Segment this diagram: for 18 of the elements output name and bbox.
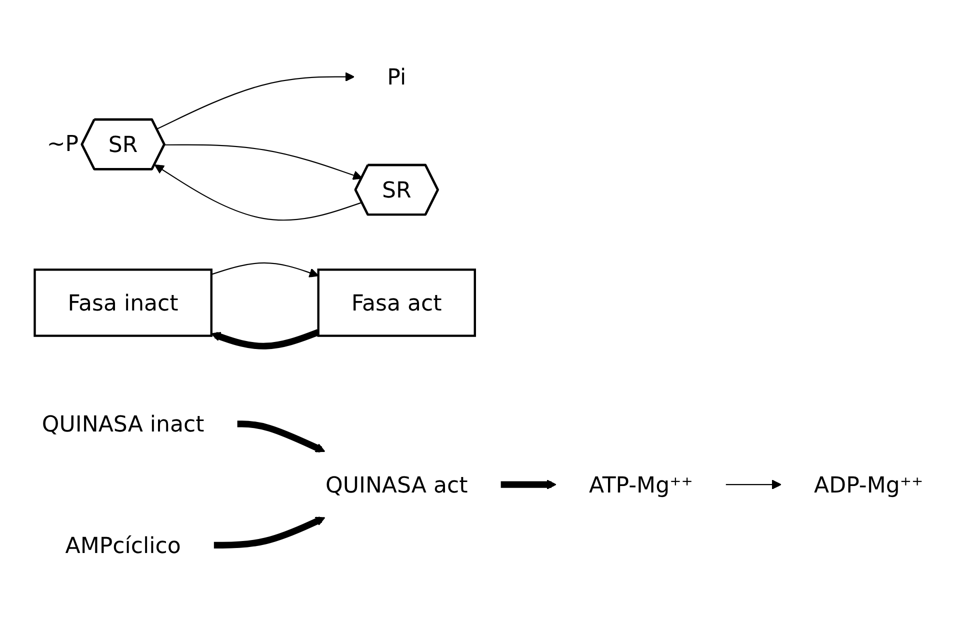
- node-box: Fasa inact: [34, 268, 212, 337]
- arrow: [214, 516, 326, 548]
- arrow: [154, 164, 362, 221]
- node-box: Fasa act: [317, 268, 476, 337]
- arrow: [726, 480, 782, 490]
- node-text: ADP-Mg⁺⁺: [814, 471, 924, 498]
- arrow: [237, 420, 326, 453]
- arrow: [164, 144, 362, 180]
- arrow: [211, 262, 319, 278]
- node-text: ATP-Mg⁺⁺: [588, 471, 693, 498]
- arrow: [210, 329, 320, 350]
- arrow: [156, 72, 355, 130]
- node-text: QUINASA act: [325, 471, 468, 498]
- phosphate-label: ~P: [46, 132, 79, 157]
- node-text: Pi: [387, 64, 406, 90]
- node-text: AMPcíclico: [65, 532, 181, 558]
- node-text: QUINASA inact: [42, 410, 204, 438]
- arrow: [500, 480, 556, 490]
